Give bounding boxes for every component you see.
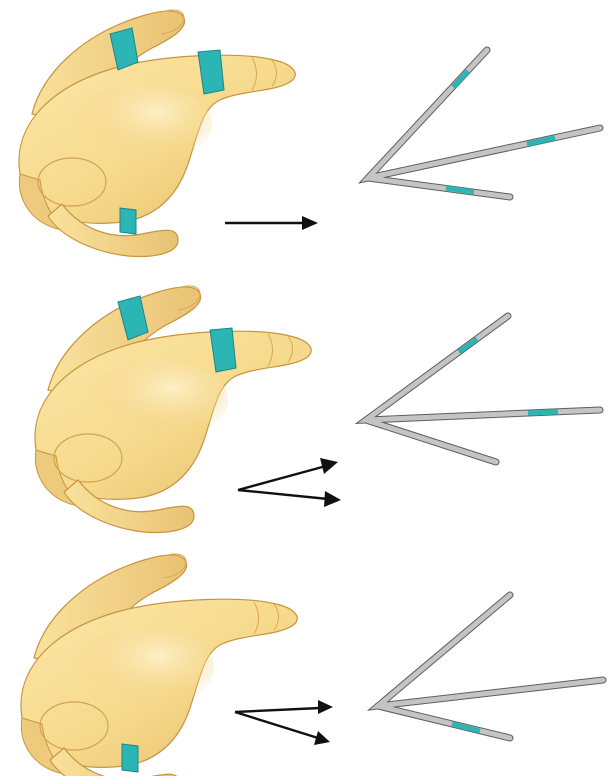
thumb-marker xyxy=(122,744,138,772)
thumb-marker xyxy=(120,208,136,234)
stick-marker-middle xyxy=(528,412,558,413)
